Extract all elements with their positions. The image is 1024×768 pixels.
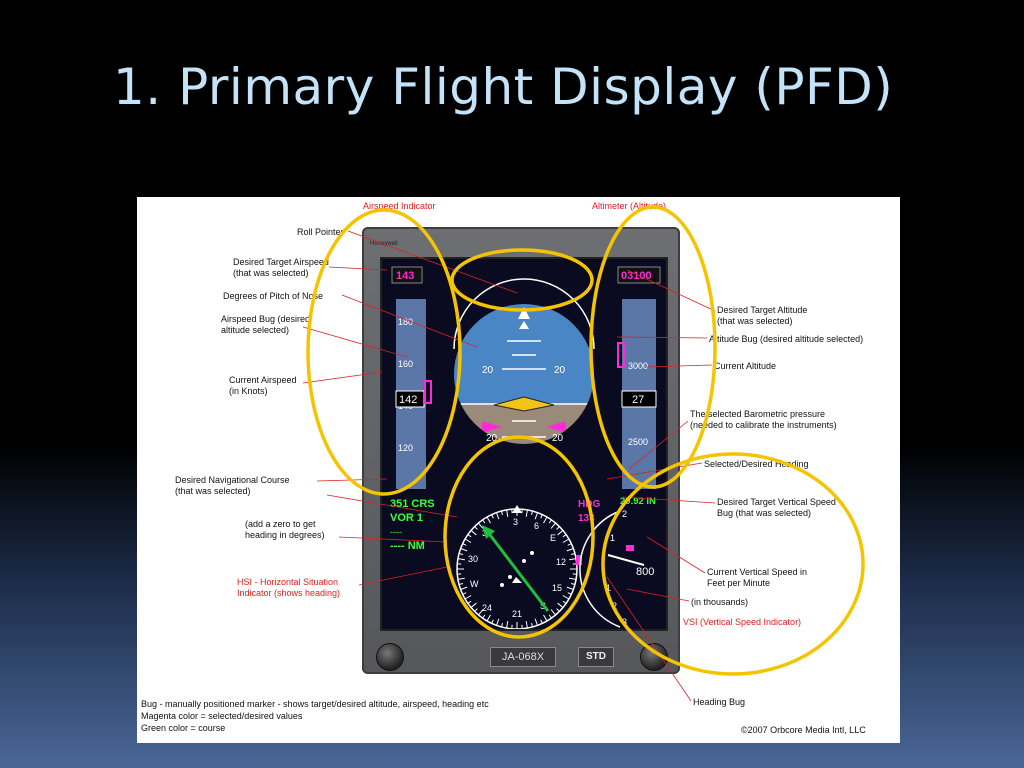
nav-source: VOR 1 (390, 512, 423, 524)
altitude-tick-2500: 2500 (628, 437, 648, 447)
aircraft-symbol (493, 396, 555, 412)
hdg-label: HDG (578, 499, 600, 510)
airspeed-bug (424, 380, 432, 404)
compass-6: 6 (534, 521, 539, 531)
pitch-label-left-down: 20 (486, 433, 498, 444)
roll-index (519, 321, 529, 329)
hdg-value: 133 (578, 513, 595, 524)
label-airspeed-bug: Airspeed Bug (desired altitude selected) (221, 314, 311, 335)
nav-dashes: ---- (390, 527, 402, 537)
cdi-dot (508, 575, 512, 579)
compass-30: 30 (468, 554, 478, 564)
label-desired-target-altitude: Desired Target Altitude (that was select… (717, 305, 808, 326)
baro-readout: 29.92 IN (620, 496, 656, 507)
footer-copyright: ©2007 Orbcore Media Intl, LLC (741, 725, 866, 735)
compass-15: 15 (552, 583, 562, 593)
label-hsi: HSI - Horizontal Situation Indicator (sh… (237, 577, 341, 598)
compass-21: 21 (512, 609, 522, 619)
target-airspeed-value: 143 (396, 270, 414, 282)
label-current-vs: Current Vertical Speed in Feet per Minut… (707, 567, 808, 588)
nm-readout: ---- NM (390, 540, 425, 552)
compass-12: 12 (556, 557, 566, 567)
vsi-tick-1-down: 1 (606, 583, 611, 593)
label-desired-target-airspeed: Desired Target Airspeed (that was select… (233, 257, 329, 278)
footer-green-note: Green color = course (141, 723, 226, 733)
label-roll-pointer: Roll Pointer (297, 227, 344, 237)
airspeed-tick-160: 160 (398, 359, 413, 369)
vsi-tick-2-down: 2 (612, 601, 617, 611)
pitch-label-right-up: 20 (554, 365, 566, 376)
roll-pointer (518, 307, 530, 319)
registration-plate: JA-068X (490, 647, 556, 667)
altitude-bug (617, 342, 625, 368)
std-button[interactable]: STD (578, 647, 614, 667)
vsi-tick-2-up: 2 (622, 509, 627, 519)
label-current-altitude: Current Altitude (714, 361, 777, 371)
course-readout: 351 CRS (390, 498, 435, 510)
vs-bug (626, 545, 634, 551)
compass-24: 24 (482, 603, 492, 613)
cdi-dot (522, 559, 526, 563)
pfd-screen: 143 180 160 140 120 142 (380, 257, 668, 631)
pitch-label-right-down: 20 (552, 433, 564, 444)
footer-magenta-note: Magenta color = selected/desired values (141, 711, 303, 721)
label-vsi: VSI (Vertical Speed Indicator) (683, 617, 802, 627)
label-current-airspeed: Current Airspeed (in Knots) (229, 375, 297, 396)
footer-bug-note: Bug - manually positioned marker - shows… (141, 699, 489, 709)
cdi-dot (500, 583, 504, 587)
label-desired-vs-bug: Desired Target Vertical Speed Bug (that … (717, 497, 836, 518)
compass-3: 3 (513, 517, 518, 527)
compass-w: W (470, 579, 479, 589)
current-airspeed-value: 142 (399, 394, 417, 406)
slide-title: 1. Primary Flight Display (PFD) (113, 58, 894, 116)
diagram-panel: Airspeed Indicator Altimeter (Altitude) … (137, 197, 900, 743)
label-add-zero: (add a zero to get heading in degrees) (245, 519, 325, 540)
label-in-thousands: (in thousands) (691, 597, 749, 607)
vsi-needle (607, 554, 645, 566)
pitch-label-left-up: 20 (482, 365, 494, 376)
pfd-graphic: 143 180 160 140 120 142 (390, 266, 661, 630)
vs-readout: 800 (636, 566, 654, 578)
airspeed-tick-120: 120 (398, 443, 413, 453)
label-heading-bug: Heading Bug (693, 697, 746, 707)
right-knob[interactable] (640, 643, 668, 671)
label-altimeter: Altimeter (Altitude) (592, 201, 667, 211)
cdi-dot (530, 551, 534, 555)
label-degrees-of-pitch: Degrees of Pitch of Nose (223, 291, 324, 301)
vsi-tick-1-up: 1 (610, 533, 615, 543)
label-altitude-bug: Altitude Bug (desired altitude selected) (709, 334, 864, 344)
pfd-bezel: Honeywell 143 180 160 140 120 142 (362, 227, 680, 674)
label-airspeed-indicator: Airspeed Indicator (363, 201, 436, 211)
label-selected-heading: Selected/Desired Heading (704, 459, 809, 469)
compass-e: E (550, 533, 556, 543)
airspeed-tick-180: 180 (398, 317, 413, 327)
target-altitude-value: 03100 (621, 270, 652, 282)
vsi-tick-3-down: 3 (622, 617, 627, 627)
attitude-indicator (454, 304, 594, 444)
brand-text: Honeywell (370, 241, 398, 247)
label-barometric-pressure: The selected Barometric pressure (needed… (690, 409, 837, 430)
label-desired-nav-course: Desired Navigational Course (that was se… (175, 475, 290, 496)
left-knob[interactable] (376, 643, 404, 671)
current-altitude-value: 27 (632, 394, 644, 406)
altitude-tick-3000: 3000 (628, 361, 648, 371)
